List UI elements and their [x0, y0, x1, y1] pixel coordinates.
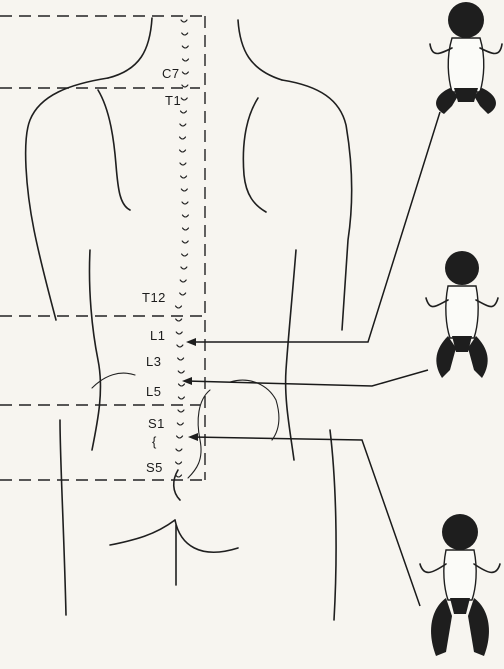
infant-bottom-left-leg [431, 598, 452, 656]
left-waist [89, 250, 100, 450]
spinous-process-mark [178, 371, 184, 373]
spinous-process-mark [181, 176, 187, 178]
torso-outline [26, 18, 352, 620]
spinous-process-mark [177, 345, 183, 347]
spinous-process-mark [182, 46, 188, 48]
spinous-process-mark [177, 423, 183, 425]
infant-figure-bottom [420, 514, 500, 656]
infant-figure-top [430, 2, 502, 114]
spinous-process-mark [182, 72, 188, 74]
infant-top-hips [454, 88, 478, 102]
right-gluteal-line [175, 520, 238, 552]
spinous-process-mark [176, 319, 182, 321]
spinous-process-mark [176, 475, 182, 477]
label-l5: L5 [146, 384, 161, 399]
spinous-process-mark [181, 189, 187, 191]
left-hip [60, 420, 66, 615]
spinous-process-mark [182, 59, 188, 61]
spinous-process-mark [176, 332, 182, 334]
spinous-process-mark [182, 228, 188, 230]
sacrum-outline [188, 390, 210, 478]
spinous-process-mark [182, 202, 188, 204]
spinous-process-mark [176, 449, 182, 451]
sacral-dimple-left [92, 373, 135, 388]
arrowhead-l5 [182, 377, 192, 385]
spinous-process-mark [182, 215, 188, 217]
left-scapula [98, 90, 130, 210]
spinous-process-mark [180, 137, 186, 139]
label-l3: L3 [146, 354, 161, 369]
label-t1: T1 [165, 93, 181, 108]
spinous-process-mark [180, 293, 186, 295]
neck-right [238, 20, 282, 80]
infant-middle-right-arm [476, 298, 498, 307]
spinous-process-mark [178, 410, 184, 412]
spinous-process-mark [180, 124, 186, 126]
label-s1: S1 [148, 416, 165, 431]
right-waist [286, 250, 296, 460]
spinous-process-mark [181, 20, 187, 22]
infant-top-head [448, 2, 484, 38]
infant-middle-left-arm [426, 298, 448, 307]
spinous-process-mark [180, 150, 186, 152]
spinous-process-mark [182, 254, 188, 256]
spinous-process-mark [182, 241, 188, 243]
spinous-process-mark [178, 358, 184, 360]
spinous-process-mark [181, 98, 187, 100]
infant-bottom-head [442, 514, 478, 550]
right-hip [330, 430, 336, 620]
level-bands [0, 16, 205, 480]
label-s-brace: { [152, 434, 157, 449]
label-c7: C7 [162, 66, 180, 81]
spinous-process-mark [178, 384, 184, 386]
spinous-process-mark [181, 267, 187, 269]
label-t12: T12 [142, 290, 166, 305]
infant-middle-left-leg [436, 336, 456, 378]
arrowhead-s1 [188, 433, 198, 441]
infant-bottom-right-leg [468, 598, 489, 656]
infant-bottom-right-arm [474, 564, 500, 572]
pointer-s1-line [192, 437, 420, 606]
label-l1: L1 [150, 328, 165, 343]
spinous-process-mark [177, 436, 183, 438]
infant-middle-right-leg [468, 336, 488, 378]
pointer-l5-line [186, 370, 428, 386]
spinous-process-mark [180, 280, 186, 282]
left-shoulder-arm [26, 78, 108, 320]
left-gluteal-line [110, 520, 175, 545]
infant-figure-middle [426, 251, 498, 378]
infant-bottom-torso [444, 550, 476, 600]
arrowhead-l1 [186, 338, 196, 346]
infant-top-torso [448, 38, 484, 92]
spinous-process-mark [176, 462, 182, 464]
spinous-process-mark [180, 111, 186, 113]
infant-middle-head [445, 251, 479, 285]
spinous-process-mark [182, 85, 188, 87]
infant-bottom-hips [450, 598, 470, 614]
label-s5: S5 [146, 460, 163, 475]
spinous-process-mark [182, 33, 188, 35]
neck-left [108, 18, 152, 78]
right-scapula [243, 98, 266, 212]
pointer-l1-line [190, 112, 440, 342]
infant-bottom-left-arm [420, 564, 446, 572]
spinous-process-column [174, 20, 189, 500]
pointer-arrows [182, 112, 440, 606]
sacral-dimple-right [230, 380, 279, 440]
infant-middle-torso [446, 286, 478, 338]
spinous-process-mark [180, 163, 186, 165]
spinous-process-mark [176, 306, 182, 308]
coccyx-curve [174, 470, 180, 500]
spinous-process-mark [178, 397, 184, 399]
